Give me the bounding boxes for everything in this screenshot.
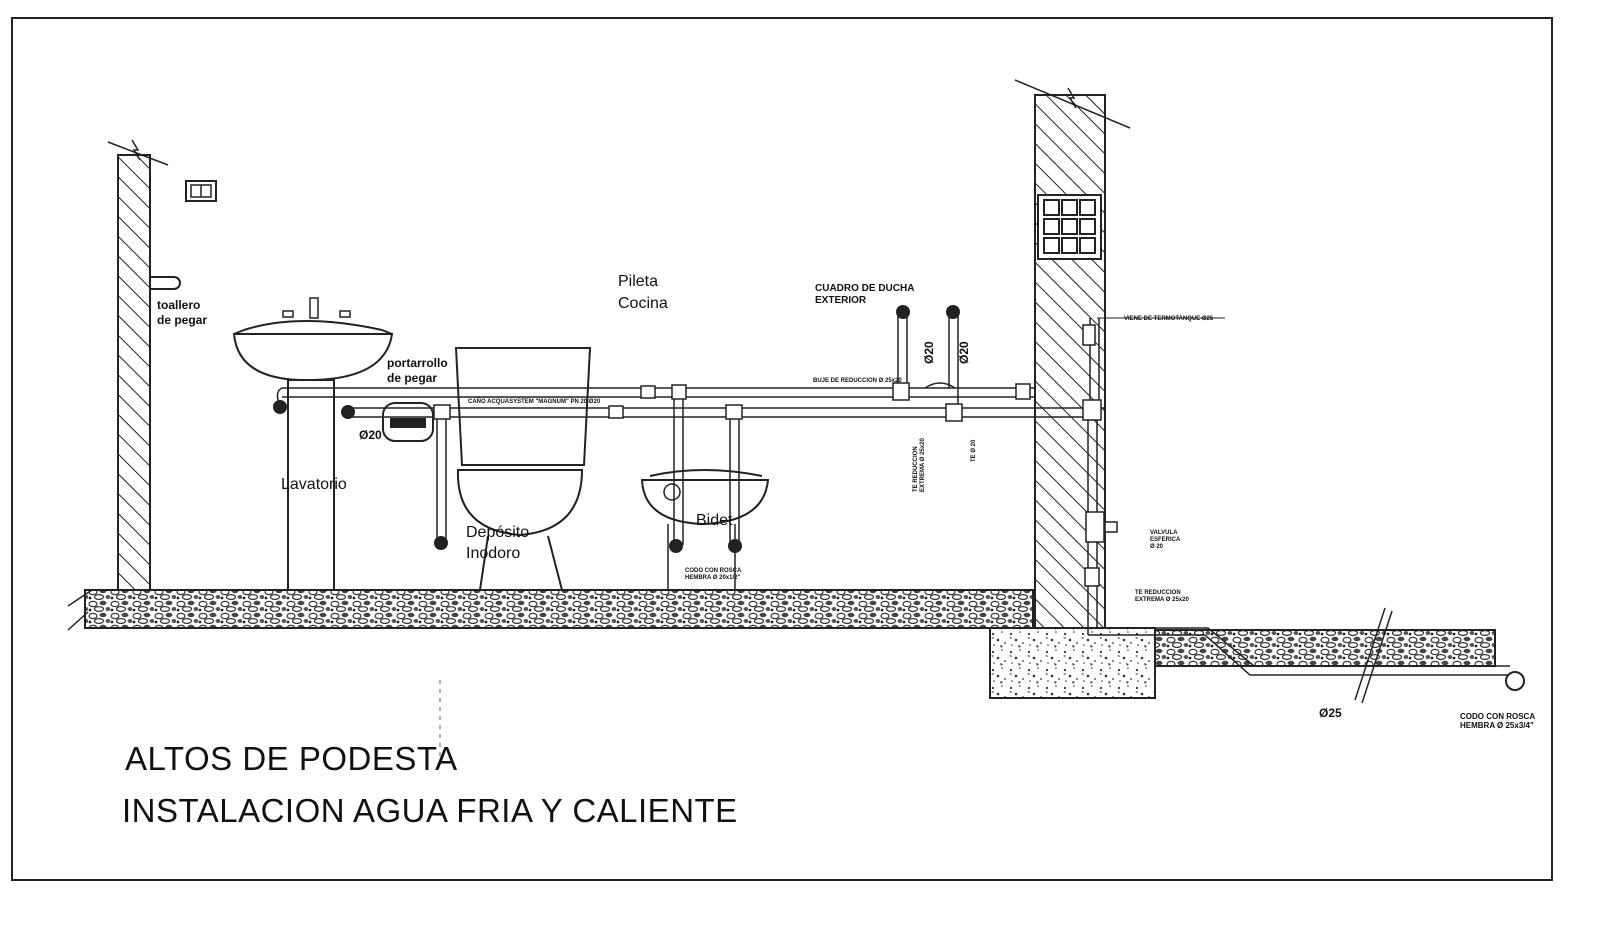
drawing-title: ALTOS DE PODESTA [125,740,458,777]
drawing-subtitle: INSTALACION AGUA FRIA Y CALIENTE [122,792,738,829]
label-d20-v2: Ø20 [957,341,971,364]
switch-icon [185,180,217,202]
floor-slab-left [84,589,1034,629]
right-wall [1014,79,1131,631]
label-buje: BUJE DE REDUCCION Ø 25x20 [813,378,902,384]
washbasin [232,297,394,591]
foundation [989,627,1156,699]
pipe-drop-bidet-left [673,397,684,545]
label-viene-termotanque: VIENE DE TERMOTANQUE Ø25 [1124,316,1214,322]
label-lavatorio: Lavatorio [281,476,347,493]
pipe-drop-cistern [436,417,447,540]
towel-holder-icon [149,276,181,290]
label-d20-left: Ø20 [359,428,382,442]
label-bidet: Bidet [696,512,733,529]
toilet-cistern [454,347,592,591]
toilet-roll-holder [382,402,434,442]
end-elbow [1505,671,1525,691]
pipe-riser-shower-2 [948,315,959,408]
left-wall [107,139,169,591]
label-te-20: TE Ø 20 [971,439,977,462]
label-d25: Ø25 [1319,706,1342,720]
sheet-border [11,17,1553,881]
label-d20-v1: Ø20 [922,341,936,364]
pipe-hot [276,387,1035,406]
pipe-drop-bidet-right [729,417,740,545]
pipe-main-run [1088,627,1510,676]
label-cano: CAÑO ACQUASYSTEM "MAGNUM" PN 20 Ø20 [468,399,601,405]
pipe-riser-shower-1 [897,315,908,388]
outlet-caps [273,305,960,553]
floor-slab-right [1154,629,1496,667]
